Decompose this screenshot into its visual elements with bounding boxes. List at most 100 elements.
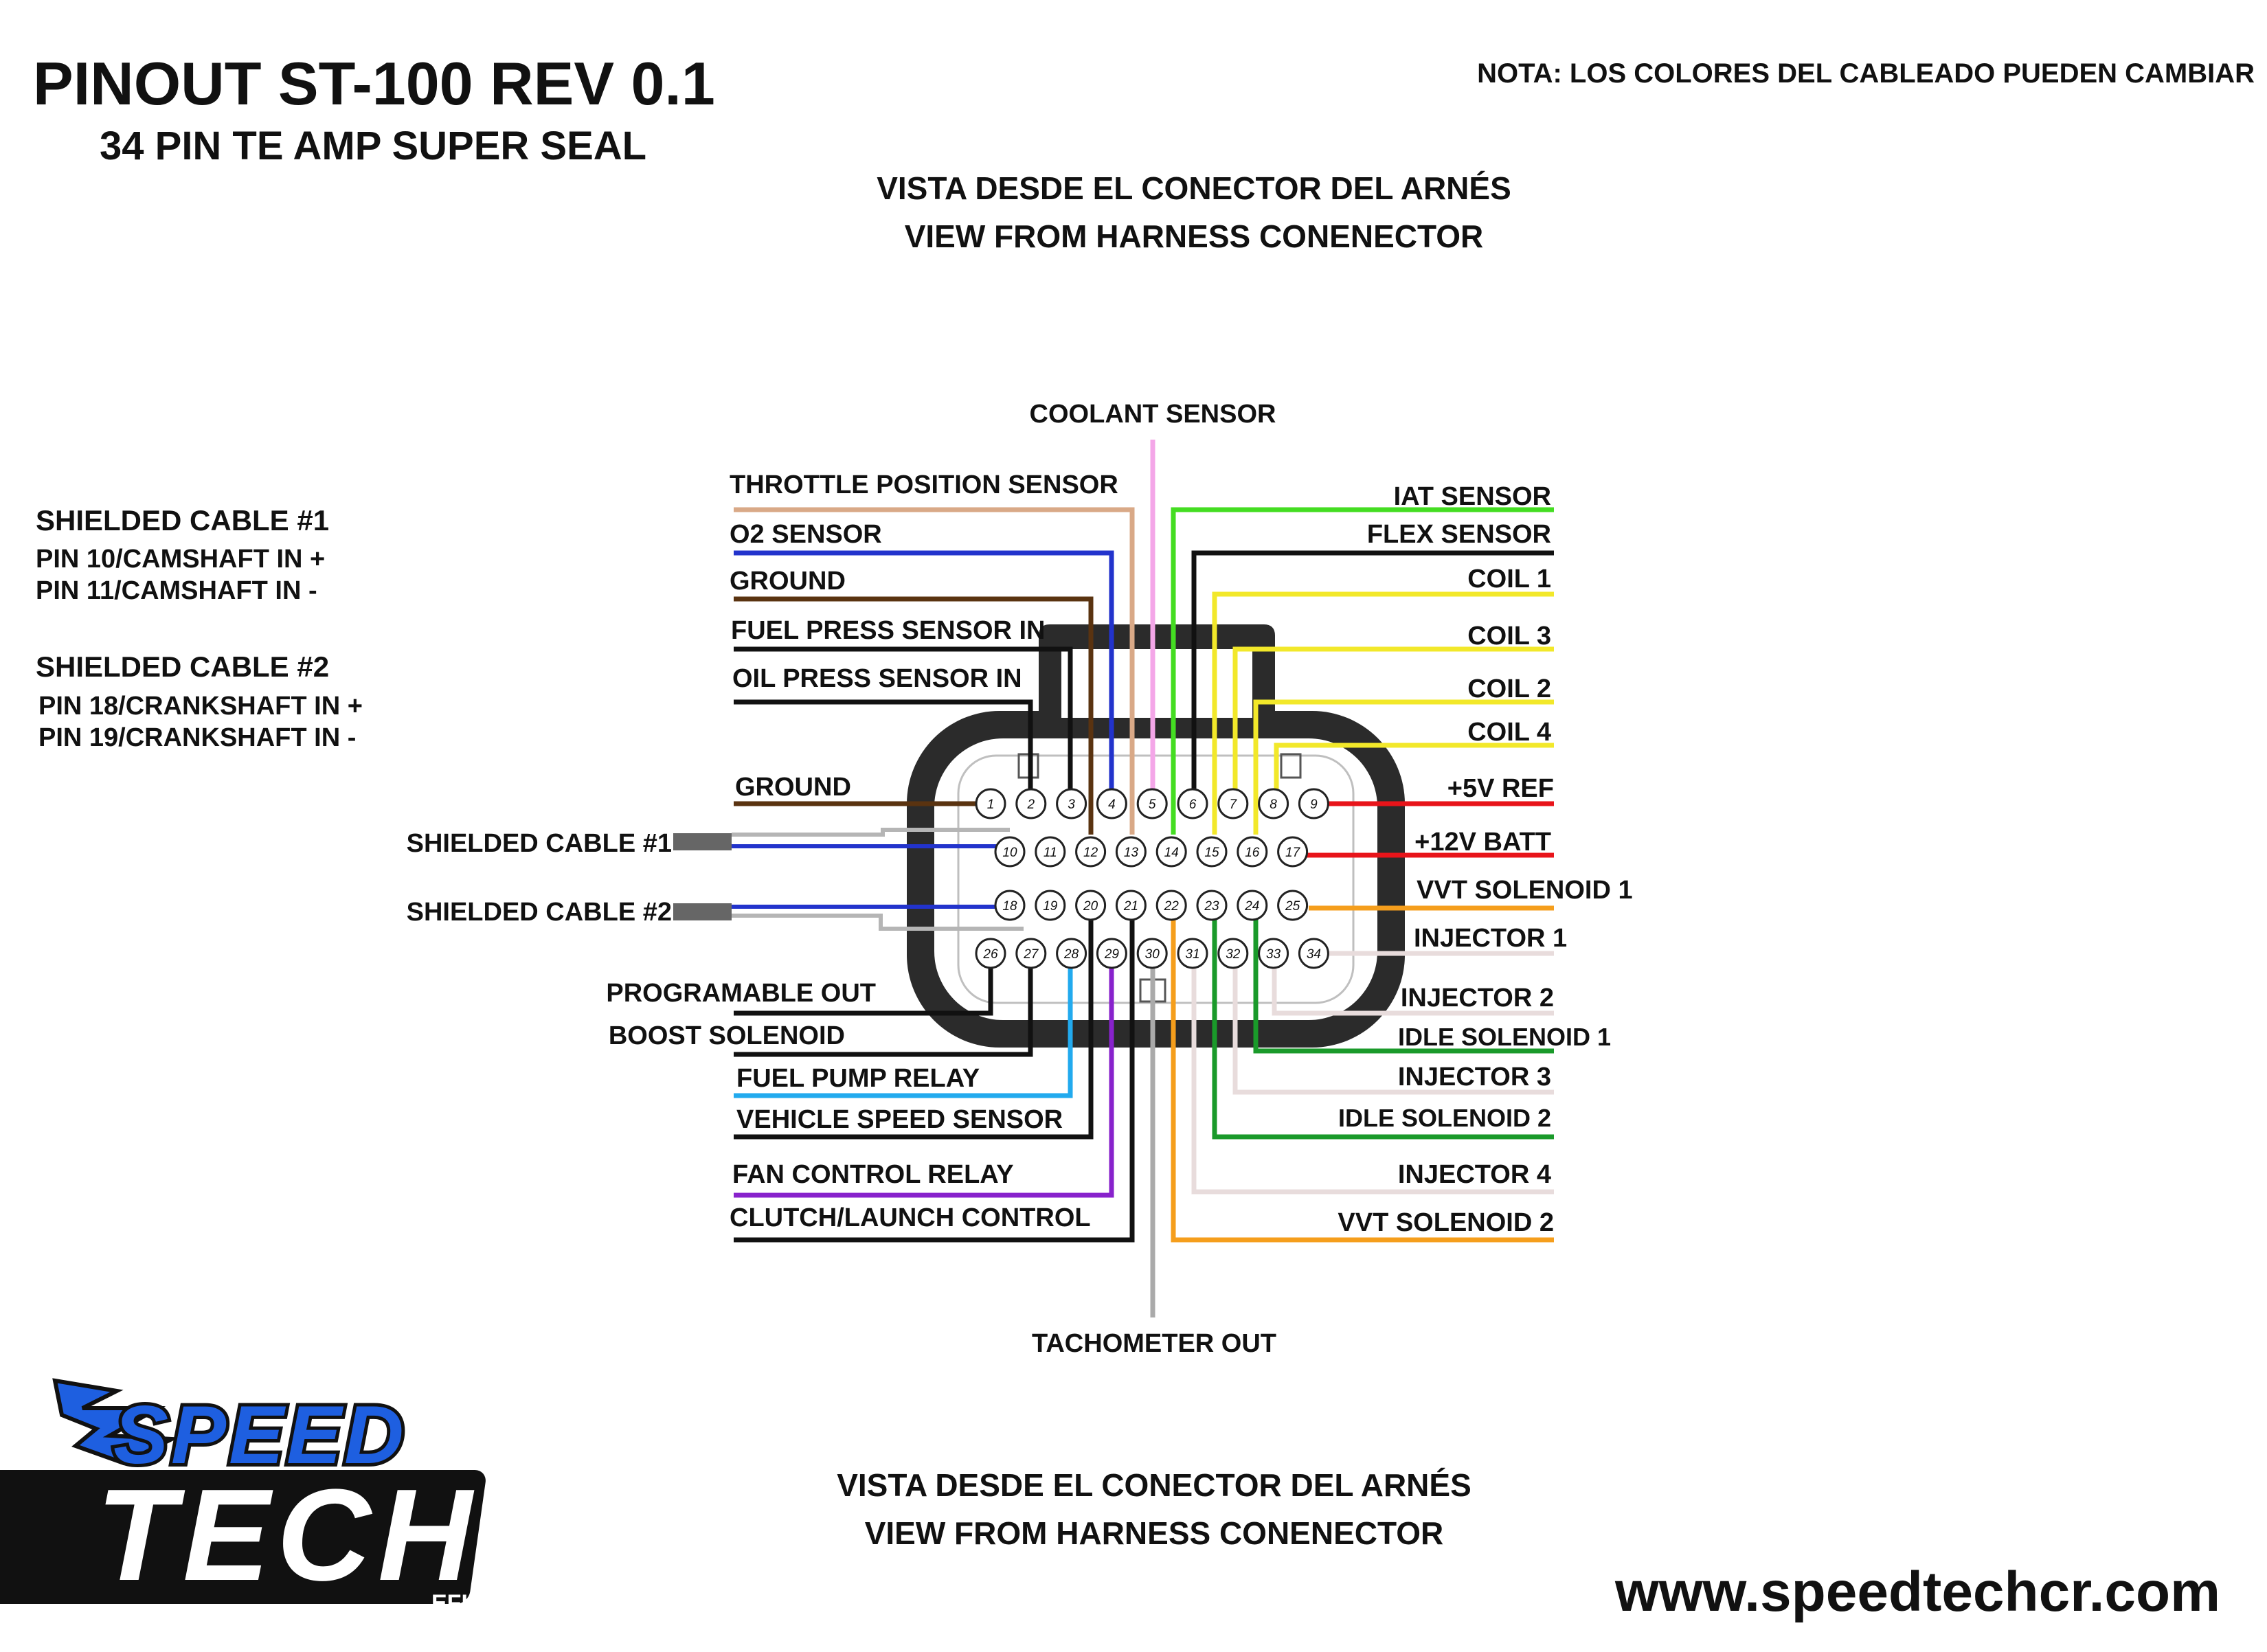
speedtech-logo: SPEED TECH EFI SOLUTIONS <box>0 1378 611 1616</box>
wire-coil-1 <box>1212 591 1554 835</box>
label-tachometer-out: TACHOMETER OUT <box>1032 1329 1276 1358</box>
pin-number: 27 <box>1023 947 1039 962</box>
pin-number: 13 <box>1124 846 1139 860</box>
label-coil-1: COIL 1 <box>1467 565 1551 593</box>
label-clutch-launch-control: CLUTCH/LAUNCH CONTROL <box>730 1203 1091 1232</box>
pin-number: 33 <box>1266 947 1281 962</box>
pin-number: 30 <box>1145 947 1160 962</box>
pin-number: 24 <box>1244 899 1259 914</box>
shielded-cable-2: SHIELDED CABLE #2 <box>407 898 1024 931</box>
shielded-cable-2-label: SHIELDED CABLE #2 <box>407 898 672 927</box>
pin-24: 24 <box>1237 890 1268 921</box>
pin-number: 31 <box>1185 947 1199 962</box>
wire-injector-3 <box>1232 960 1554 1095</box>
label-plus-5v-ref: +5V REF <box>1447 774 1554 803</box>
label-iat-sensor: IAT SENSOR <box>1394 482 1551 511</box>
pin-circle <box>1258 938 1289 969</box>
wire-fuel-pump-relay <box>734 960 1073 1098</box>
pin-21: 21 <box>1115 890 1147 921</box>
pin-circle <box>1096 938 1127 969</box>
label-idle-solenoid-2: IDLE SOLENOID 2 <box>1338 1104 1551 1132</box>
shielded-info-1-line1: PIN 10/CAMSHAFT IN + <box>36 545 325 574</box>
pin-number: 21 <box>1123 899 1138 914</box>
pin-number: 16 <box>1245 846 1260 860</box>
wire-iat-sensor <box>1171 507 1554 835</box>
pin-circle <box>1056 938 1087 969</box>
pin-32: 32 <box>1217 938 1249 969</box>
wires <box>734 440 1554 1317</box>
wire-flex-sensor <box>1191 550 1554 793</box>
label-throttle-position-sensor: THROTTLE POSITION SENSOR <box>730 471 1118 499</box>
pin-number: 15 <box>1204 846 1219 860</box>
pin-33: 33 <box>1258 938 1289 969</box>
shielded-cable-2-lead <box>673 903 732 920</box>
pin-3: 3 <box>1056 788 1087 819</box>
wire-vehicle-speed-sensor <box>734 915 1094 1140</box>
pin-circle <box>1298 788 1329 819</box>
shielded-cable-1: SHIELDED CABLE #1 <box>407 828 1010 858</box>
pin-29: 29 <box>1096 938 1127 969</box>
label-flex-sensor: FLEX SENSOR <box>1367 520 1551 549</box>
pin-16: 16 <box>1237 836 1268 868</box>
label-fuel-press-sensor-in: FUEL PRESS SENSOR IN <box>731 616 1046 645</box>
pin-number: 9 <box>1310 797 1318 812</box>
pin-20: 20 <box>1075 890 1107 921</box>
pin-19: 19 <box>1035 890 1066 921</box>
logo-tagline: EFI SOLUTIONS <box>431 1590 611 1616</box>
pin-15: 15 <box>1196 836 1228 868</box>
shielded-info-1-line2: PIN 11/CAMSHAFT IN - <box>36 576 317 605</box>
pin-circle <box>1237 890 1268 921</box>
wire-coil-4 <box>1274 743 1554 793</box>
wire-clutch-launch-control <box>734 915 1135 1243</box>
wire-programable-out <box>734 960 993 1016</box>
pin-circle <box>1136 938 1168 969</box>
pin-number: 26 <box>982 947 998 962</box>
wire-ground-top <box>734 596 1094 835</box>
shielded-info-1-title: SHIELDED CABLE #1 <box>36 504 329 536</box>
pin-number: 5 <box>1149 797 1156 812</box>
pin-number: 14 <box>1164 846 1179 860</box>
wire-coil-2 <box>1253 699 1554 835</box>
label-injector-4: INJECTOR 4 <box>1398 1160 1551 1189</box>
pin-number: 17 <box>1285 846 1301 860</box>
pin-number: 4 <box>1108 797 1116 812</box>
pin-number: 34 <box>1307 947 1321 962</box>
label-coolant-sensor: COOLANT SENSOR <box>1030 400 1276 429</box>
label-ground-top: GROUND <box>730 567 846 596</box>
pin-number: 20 <box>1083 899 1098 914</box>
shielded-info-2-line1: PIN 18/CRANKSHAFT IN + <box>38 692 363 721</box>
wire-oil-press-sensor-in <box>734 699 1033 793</box>
pin-14: 14 <box>1155 836 1187 868</box>
pin-number: 19 <box>1043 899 1058 914</box>
pin-number: 3 <box>1068 797 1075 812</box>
pin-number: 2 <box>1027 797 1035 812</box>
pin-number: 6 <box>1189 797 1197 812</box>
pin-25: 25 <box>1277 890 1309 921</box>
label-injector-3: INJECTOR 3 <box>1398 1063 1551 1091</box>
wire-throttle-position-sensor <box>734 507 1135 835</box>
wire-fan-control-relay <box>734 960 1114 1198</box>
pin-34: 34 <box>1298 938 1329 969</box>
pin-10: 10 <box>994 836 1026 868</box>
wire-injector-4 <box>1191 960 1554 1195</box>
pin-circle <box>1015 938 1047 969</box>
pin-26: 26 <box>975 938 1006 969</box>
label-vehicle-speed-sensor: VEHICLE SPEED SENSOR <box>736 1105 1063 1134</box>
pin-6: 6 <box>1177 788 1208 819</box>
pin-9: 9 <box>1298 788 1329 819</box>
label-idle-solenoid-1: IDLE SOLENOID 1 <box>1398 1023 1611 1051</box>
pin-circle <box>1277 890 1309 921</box>
shielded-cable-1-lead <box>673 833 732 850</box>
pin-number: 12 <box>1083 846 1098 860</box>
pin-circle <box>1075 836 1107 868</box>
pin-12: 12 <box>1075 836 1107 868</box>
pin-number: 29 <box>1104 947 1120 962</box>
page-subtitle: 34 PIN TE AMP SUPER SEAL <box>100 124 646 168</box>
label-o2-sensor: O2 SENSOR <box>730 520 882 549</box>
pin-8: 8 <box>1258 788 1289 819</box>
pin-circle <box>1035 890 1066 921</box>
pin-number: 22 <box>1164 899 1180 914</box>
pin-2: 2 <box>1015 788 1047 819</box>
pin-30: 30 <box>1136 938 1168 969</box>
